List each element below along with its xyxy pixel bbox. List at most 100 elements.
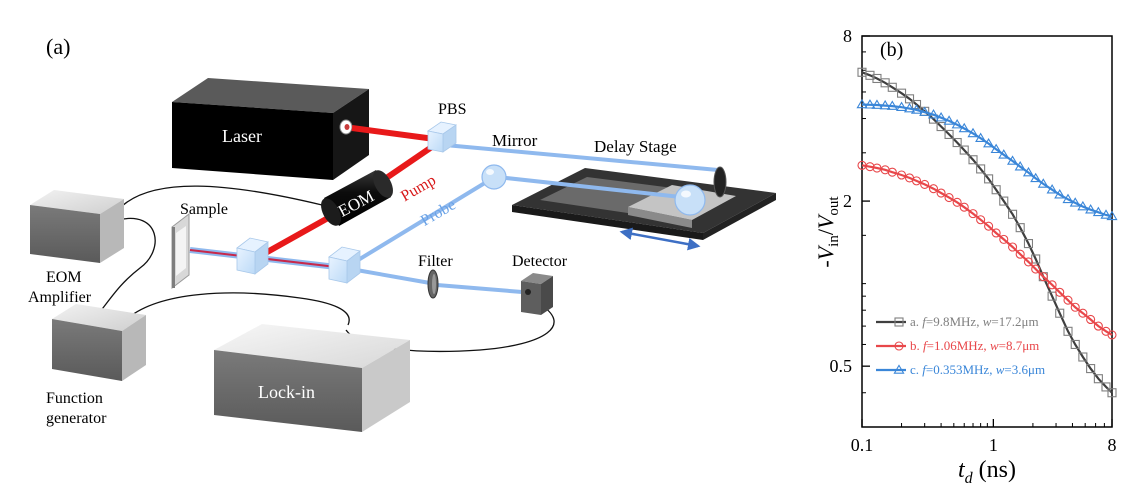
cable-amp-fg [94, 217, 156, 319]
data-point [991, 185, 1001, 195]
data-point [1014, 160, 1026, 171]
pbs-cube [426, 121, 458, 153]
probe-beam-filter-detector [435, 283, 524, 294]
eom-amplifier-label-2: Amplifier [28, 289, 92, 306]
data-point [1062, 193, 1074, 204]
y-axis-label-sub-in: in [826, 235, 842, 247]
legend-text: a. f=9.8MHz, w=17.2μm [910, 314, 1039, 329]
legend-entry: c. f=0.353MHz, w=3.6μm [876, 362, 1045, 377]
data-point [1070, 302, 1080, 312]
data-point [1015, 223, 1025, 233]
data-point [887, 82, 897, 92]
legend-text-part: w [983, 314, 992, 329]
data-point [983, 137, 995, 148]
laser-box: Laser [172, 78, 369, 180]
data-point [865, 162, 875, 172]
x-axis-label-sub-d: d [965, 470, 974, 487]
beam-splitter-cube-1 [236, 237, 269, 275]
data-point [951, 118, 963, 129]
data-point [1055, 287, 1065, 297]
data-point [1092, 206, 1104, 217]
x-axis-label: td (ns) [958, 457, 1016, 487]
filter-label: Filter [418, 253, 453, 270]
data-point [952, 197, 962, 207]
detector [521, 273, 553, 315]
delay-stage-label: Delay Stage [594, 137, 677, 156]
data-point [1086, 364, 1096, 374]
y-axis-label-prefix: - [813, 260, 838, 267]
lock-in-box: Lock-in [214, 324, 410, 432]
y-axis-label: -Vin/Vout [813, 196, 842, 268]
data-point [1077, 200, 1089, 211]
data-point [968, 155, 978, 165]
data-point [1055, 308, 1065, 318]
cable-fg-lockin [127, 292, 350, 326]
data-point [944, 193, 954, 203]
series-circle [857, 160, 1117, 340]
data-point [990, 143, 1002, 154]
data-point [886, 100, 898, 110]
data-point [958, 122, 970, 133]
y-axis-label-vout: V [813, 213, 838, 229]
data-point [976, 164, 986, 174]
function-generator-label-1: Function [46, 390, 103, 407]
data-point [920, 179, 930, 189]
legend-text-part: =17.2μm [991, 314, 1038, 329]
data-point [1015, 249, 1025, 259]
data-point [896, 88, 907, 98]
y-axis-label-sub-out: out [826, 196, 842, 216]
legend-text-part: c. [910, 362, 922, 377]
legend-text-part: =9.8MHz, [926, 314, 983, 329]
mirror [481, 164, 507, 190]
legend-text: b. f=1.06MHz, w=8.7μm [910, 338, 1039, 353]
probe-beam-mirror-sample [343, 176, 495, 270]
y-tick-label: 8 [843, 26, 852, 46]
data-point [1069, 197, 1081, 207]
data-point [1046, 184, 1058, 194]
data-point [904, 94, 915, 104]
data-point [1047, 280, 1057, 290]
legend-marker [893, 364, 905, 374]
data-point [967, 127, 979, 138]
y-tick-label: 2 [843, 191, 852, 211]
data-point [984, 174, 994, 184]
data-point [1054, 189, 1066, 199]
setup-diagram: (a) Laser [28, 34, 776, 432]
plot-series [856, 67, 1118, 398]
data-point [910, 104, 923, 114]
data-point [1085, 204, 1097, 214]
data-point [1008, 242, 1018, 252]
probe-beams [343, 143, 720, 294]
probe-beam-pbs-retro [443, 143, 720, 172]
data-point [1086, 314, 1096, 325]
data-point [1047, 291, 1057, 301]
eom-amplifier-label-1: EOM [46, 269, 82, 286]
data-point [1107, 330, 1117, 340]
data-point [896, 170, 907, 180]
legend-text-part: f [922, 362, 928, 377]
panel-b-label: (b) [880, 39, 903, 61]
beam-splitter-cube-2 [328, 246, 361, 284]
data-point [936, 188, 946, 198]
legend-text-part: w [996, 362, 1005, 377]
x-tick-label: 1 [989, 435, 998, 455]
legend-text-part: =3.6μm [1004, 362, 1045, 377]
data-point [1037, 178, 1049, 188]
data-point [1093, 321, 1103, 331]
data-point [1023, 239, 1034, 249]
eom-amplifier-box [30, 190, 124, 263]
function-generator-label-2: generator [46, 410, 107, 427]
pump-label: Pump [398, 172, 439, 205]
cable-eom-amp [117, 185, 323, 211]
data-point [1070, 339, 1080, 350]
data-point [1006, 155, 1019, 165]
data-point [975, 132, 987, 143]
legend-text: c. f=0.353MHz, w=3.6μm [910, 362, 1045, 377]
legend-text-part: =1.06MHz, [927, 338, 990, 353]
data-point [944, 129, 954, 139]
data-point [1063, 326, 1073, 336]
data-point [959, 145, 969, 155]
data-point [903, 102, 916, 113]
legend-marker [894, 317, 904, 327]
data-point [1107, 388, 1117, 398]
